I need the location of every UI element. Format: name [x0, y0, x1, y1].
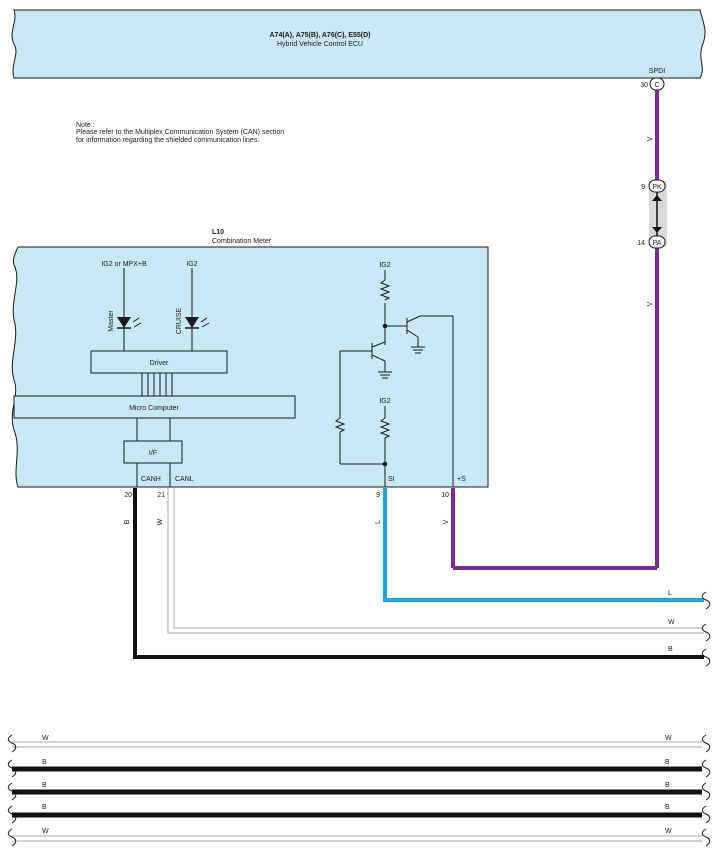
wire-color-w-2: W [668, 619, 675, 626]
led-master-label: Master [108, 310, 115, 332]
wire-color-w-1: W [157, 518, 164, 525]
plus-s-label: +S [457, 476, 466, 483]
led-cruise-icon [185, 317, 210, 329]
junction-top-connector: PK [652, 184, 662, 191]
micro-computer-label: Micro Computer [129, 405, 179, 412]
junction-bottom-pin: 14 [637, 240, 645, 247]
wire-color-v-2: V [647, 301, 654, 306]
bottom-wire-4-right: B [665, 804, 670, 811]
interface-label: I/F [149, 450, 157, 457]
note: Note : Please refer to the Multiplex Com… [76, 122, 284, 144]
note-line-1: Note : [76, 122, 95, 129]
junction-top-pin: 9 [641, 184, 645, 191]
bottom-wire-2: B B [12, 759, 702, 772]
bottom-wire-1-left: W [42, 735, 49, 742]
break-marks-right [701, 591, 711, 667]
bottom-wire-1-right: W [665, 735, 672, 742]
wire-color-l-2: L [668, 590, 672, 597]
arrow-down-icon [652, 227, 662, 233]
pin-plus-s: 10 [441, 492, 449, 499]
bottom-wire-5-left: W [42, 828, 49, 835]
bottom-wire-2-right: B [665, 759, 670, 766]
ecu-terminal-connector: 30 C [640, 77, 665, 91]
led-master-icon [117, 317, 142, 329]
supply-right-top-label: IG2 [379, 262, 390, 269]
meter-component [11, 246, 489, 488]
ecu-component: A74(A), A75(B), A76(C), E55(D) Hybrid Ve… [11, 9, 706, 79]
wire-color-l-1: L [375, 520, 382, 524]
junction-bottom-connector: PA [653, 240, 662, 247]
note-line-3: for information regarding the shielded c… [76, 137, 259, 144]
transistor-circuit [334, 270, 454, 487]
driver-block: Driver [90, 350, 228, 374]
driver-label: Driver [150, 360, 169, 367]
supply-mid-label: IG2 [186, 261, 197, 268]
pin-canh: 20 [124, 492, 132, 499]
note-line-2: Please refer to the Multiplex Communicat… [76, 129, 284, 136]
black-wire [133, 488, 704, 659]
white-wire [167, 488, 704, 634]
micro-computer-block: Micro Computer [13, 395, 296, 419]
bottom-wire-bundle: W W B B B B B B W W [7, 734, 711, 847]
arrow-up-icon [652, 195, 662, 201]
bottom-wire-4: B B [12, 804, 702, 818]
wire-color-v-1: V [647, 136, 654, 141]
ecu-title: A74(A), A75(B), A76(C), E55(D) [270, 32, 371, 39]
bottom-wire-1: W W [12, 735, 702, 748]
pin-canl: 21 [157, 492, 165, 499]
ecu-subtitle: Hybrid Vehicle Control ECU [277, 41, 363, 48]
bottom-wire-3-left: B [42, 782, 47, 789]
bottom-wire-5-right: W [665, 828, 672, 835]
supply-right-mid-label: IG2 [379, 398, 390, 405]
bottom-wire-3: B B [12, 782, 702, 795]
bottom-wire-2-left: B [42, 759, 47, 766]
led-cruise-label: CRUISE [176, 307, 183, 334]
meter-name: Combination Meter [212, 238, 272, 245]
canl-label: CANL [175, 476, 194, 483]
wire-color-v-3: V [443, 519, 450, 524]
interface-block: I/F [123, 440, 183, 464]
bottom-wire-4-left: B [42, 804, 47, 811]
junction-connector: PK 9 PA 14 [637, 179, 667, 249]
ecu-terminal-connector-id: C [654, 82, 659, 89]
blue-wire [383, 488, 704, 602]
supply-left-label: IG2 or MPX+B [101, 261, 147, 268]
bottom-wire-3-right: B [665, 782, 670, 789]
canh-label: CANH [141, 476, 161, 483]
break-marks-bottom [7, 734, 711, 847]
wire-color-b-2: B [668, 646, 673, 653]
ecu-terminal-label: SPDI [649, 68, 665, 75]
pin-si: 9 [376, 492, 380, 499]
si-label: SI [388, 476, 395, 483]
bottom-wire-5: W W [12, 828, 702, 842]
violet-wire [451, 90, 659, 570]
internal-bus [141, 373, 173, 396]
meter-code: L10 [212, 229, 224, 236]
ecu-terminal-pin: 30 [640, 82, 648, 89]
wire-color-b-1: B [124, 519, 131, 524]
